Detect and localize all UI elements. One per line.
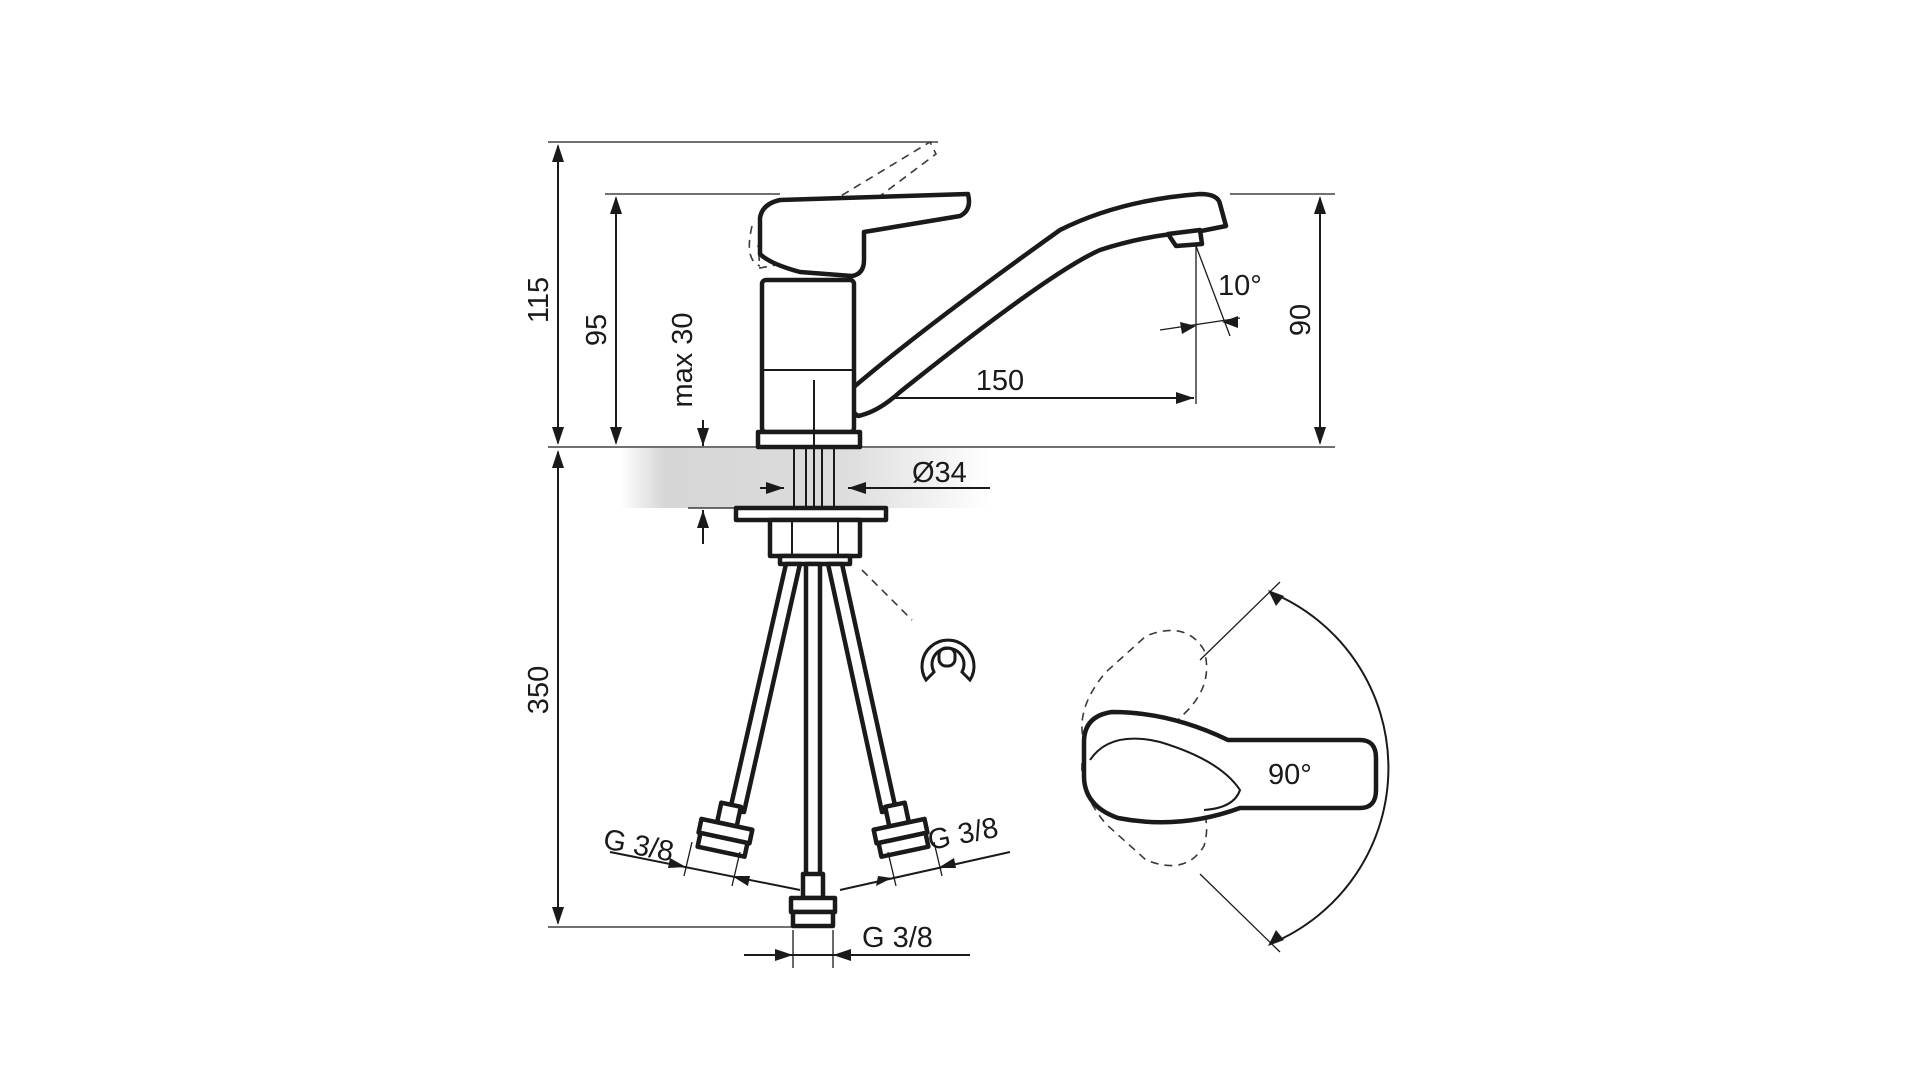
dimension-150-label: 150 bbox=[976, 365, 1024, 397]
supply-hoses bbox=[695, 561, 931, 929]
mounting-nut bbox=[767, 517, 863, 559]
dimension-90-label: 90 bbox=[1285, 304, 1317, 336]
hose-right bbox=[825, 561, 899, 815]
retaining-clip-detail bbox=[861, 569, 976, 683]
thread-dimension-center: G 3/8 bbox=[744, 922, 970, 968]
dimension-diameter-34-label: Ø34 bbox=[912, 457, 967, 489]
lever-handle bbox=[757, 191, 972, 279]
dimension-max-30-label: max 30 bbox=[667, 312, 699, 407]
fitting-right bbox=[871, 800, 931, 859]
lever-rotation-label: 90° bbox=[1268, 759, 1312, 791]
dimension-diameter-34: Ø34 bbox=[760, 457, 990, 494]
lever-top-solid bbox=[1081, 709, 1379, 825]
hose-center bbox=[803, 561, 823, 879]
extension-lines bbox=[548, 141, 1335, 928]
dimension-10-degree-label: 10° bbox=[1218, 270, 1262, 302]
dimension-10-degree: 10° bbox=[1159, 245, 1262, 337]
dimension-115-label: 115 bbox=[523, 277, 555, 323]
faucet-side-view bbox=[733, 140, 1229, 567]
dimension-350-label: 350 bbox=[523, 666, 555, 714]
dimension-90: 90 bbox=[1285, 196, 1326, 445]
hose-left bbox=[727, 561, 803, 815]
lever-rotated-up bbox=[1081, 629, 1208, 771]
thread-center-label: G 3/8 bbox=[862, 922, 933, 954]
dimension-115: 115 bbox=[523, 144, 564, 445]
spout-aerator bbox=[1165, 227, 1205, 249]
fitting-center bbox=[788, 871, 838, 929]
fitting-left bbox=[695, 800, 755, 859]
faucet-body bbox=[759, 277, 857, 435]
dimension-95: 95 bbox=[581, 196, 622, 445]
thread-right-label: G 3/8 bbox=[925, 812, 1001, 857]
faucet-base bbox=[755, 429, 863, 450]
dimension-95-label: 95 bbox=[581, 314, 613, 346]
dimension-max-30: max 30 bbox=[667, 312, 709, 544]
lever-top-view: 90° bbox=[1081, 581, 1390, 953]
thread-left-label: G 3/8 bbox=[601, 823, 677, 868]
spout bbox=[845, 191, 1229, 419]
clip-icon bbox=[920, 638, 976, 683]
dimension-350: 350 bbox=[523, 450, 564, 925]
